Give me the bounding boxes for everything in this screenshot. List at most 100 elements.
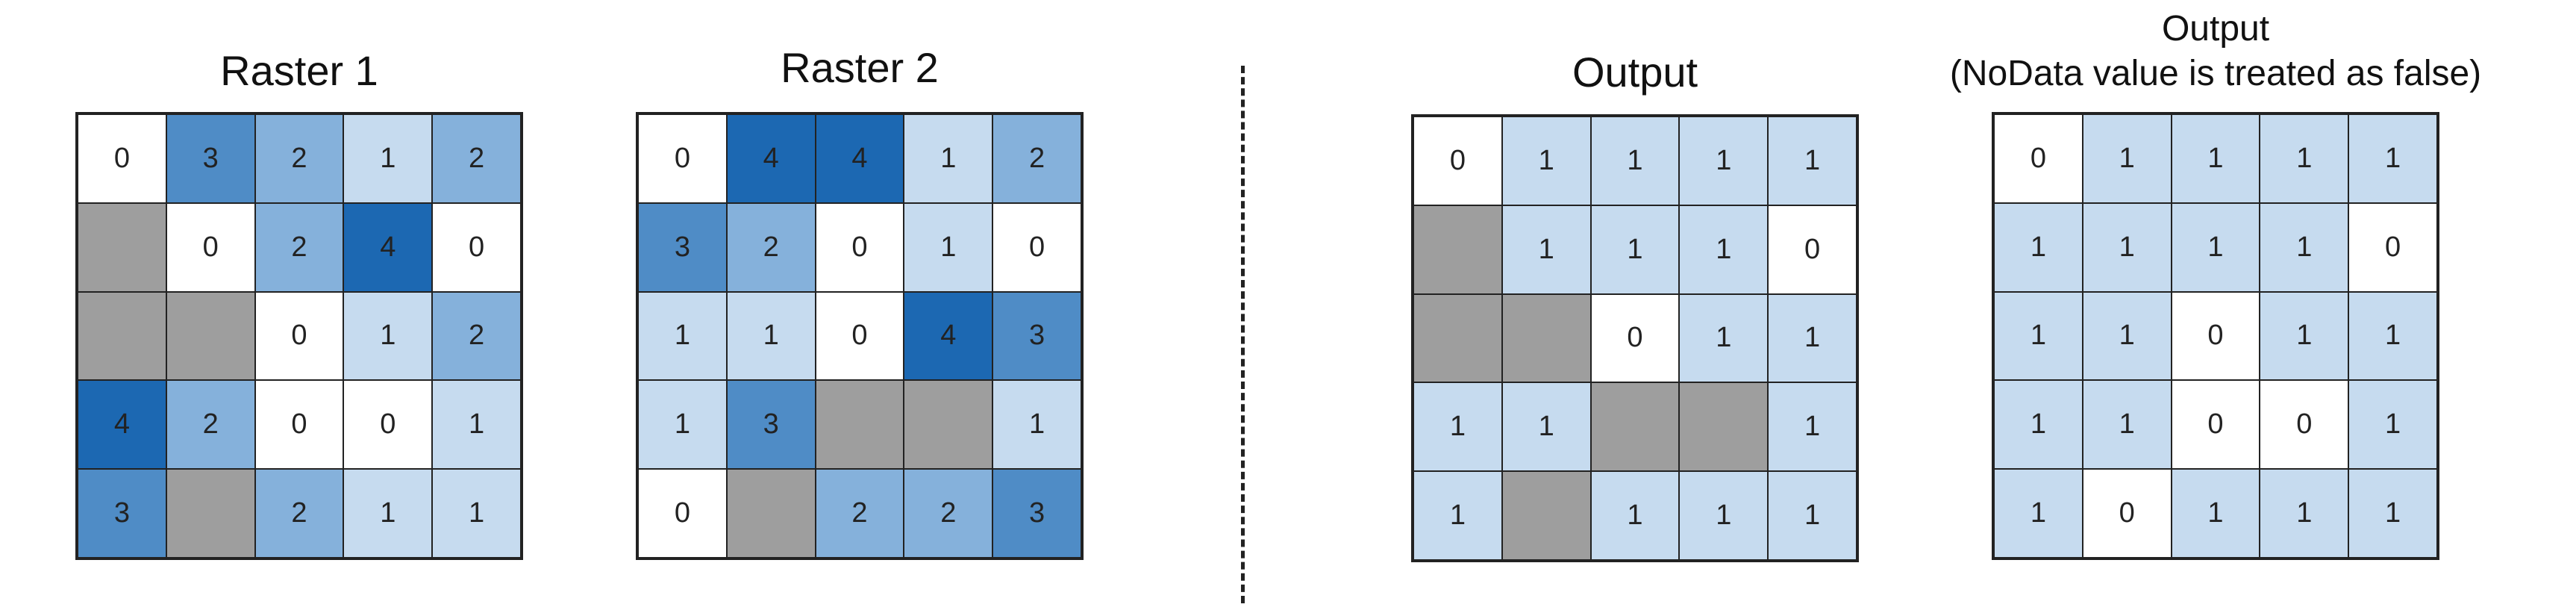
raster-cell: 0	[2171, 291, 2260, 381]
raster-cell: 0	[2171, 380, 2260, 470]
raster-cell: 1	[2082, 114, 2172, 203]
raster-cell: 0	[1590, 293, 1680, 383]
raster-cell: 0	[1994, 114, 2083, 203]
raster-cell: 0	[1413, 116, 1502, 205]
raster-cell: 1	[1768, 382, 1857, 472]
raster-cell: 1	[1590, 116, 1680, 205]
raster-cell: 4	[78, 380, 166, 470]
nodata-cell	[1413, 293, 1502, 383]
raster-cell: 4	[815, 114, 904, 203]
raster-cell: 1	[1994, 469, 2083, 558]
raster-cell: 3	[726, 380, 816, 470]
raster-cell: 0	[815, 202, 904, 292]
raster-cell: 1	[2260, 202, 2349, 292]
raster-cell: 1	[2171, 114, 2260, 203]
raster-cell: 1	[992, 380, 1081, 470]
nodata-cell	[78, 291, 166, 381]
nodata-cell	[1590, 382, 1680, 472]
raster-cell: 2	[904, 469, 993, 558]
raster-cell: 2	[254, 202, 344, 292]
raster-cell: 3	[166, 114, 255, 203]
raster-cell: 0	[2260, 380, 2349, 470]
raster-cell: 1	[2348, 380, 2437, 470]
raster-cell: 0	[78, 114, 166, 203]
raster-cell: 1	[1501, 205, 1591, 294]
raster-cell: 1	[2260, 291, 2349, 381]
raster-cell: 1	[726, 291, 816, 381]
output-title: Output	[1572, 49, 1698, 96]
raster-cell: 2	[254, 469, 344, 558]
raster-cell: 3	[638, 202, 727, 292]
raster-cell: 2	[992, 114, 1081, 203]
nodata-cell	[1501, 293, 1591, 383]
raster-cell: 3	[78, 469, 166, 558]
output-nodata-false-title: Output	[2161, 9, 2270, 49]
raster-cell: 2	[815, 469, 904, 558]
raster-cell: 1	[1768, 471, 1857, 560]
raster-cell: 0	[992, 202, 1081, 292]
section-divider	[1241, 66, 1245, 603]
raster-cell: 0	[2082, 469, 2172, 558]
raster-2-title: Raster 2	[781, 44, 939, 91]
raster-cell: 1	[2260, 469, 2349, 558]
raster-cell: 4	[904, 291, 993, 381]
raster-cell: 1	[2348, 291, 2437, 381]
raster-cell: 0	[815, 291, 904, 381]
raster-cell: 1	[2348, 114, 2437, 203]
raster-cell: 1	[343, 291, 433, 381]
raster-cell: 0	[254, 380, 344, 470]
raster-cell: 1	[1413, 471, 1502, 560]
raster-cell: 1	[1501, 382, 1591, 472]
nodata-cell	[904, 380, 993, 470]
raster-1-title: Raster 1	[220, 47, 378, 94]
raster-cell: 1	[2171, 202, 2260, 292]
raster-cell: 0	[1768, 205, 1857, 294]
raster-cell: 1	[1679, 205, 1769, 294]
nodata-cell	[166, 469, 255, 558]
raster-cell: 1	[2082, 291, 2172, 381]
raster-cell: 1	[2082, 202, 2172, 292]
raster-cell: 2	[726, 202, 816, 292]
output-nodata-false-subtitle: (NoData value is treated as false)	[1949, 54, 2482, 93]
raster-cell: 1	[2082, 380, 2172, 470]
raster-cell: 1	[1768, 116, 1857, 205]
nodata-cell	[1413, 205, 1502, 294]
nodata-cell	[78, 202, 166, 292]
raster-cell: 1	[1994, 291, 2083, 381]
nodata-cell	[726, 469, 816, 558]
raster-cell: 1	[2260, 114, 2349, 203]
raster-cell: 1	[1768, 293, 1857, 383]
raster-cell: 1	[432, 380, 521, 470]
raster-cell: 0	[638, 469, 727, 558]
raster-cell: 1	[1679, 293, 1769, 383]
raster-cell: 1	[2348, 469, 2437, 558]
raster-cell: 1	[1413, 382, 1502, 472]
raster-cell: 4	[726, 114, 816, 203]
raster-cell: 2	[166, 380, 255, 470]
raster-cell: 2	[254, 114, 344, 203]
raster-cell: 1	[1679, 116, 1769, 205]
nodata-cell	[1501, 471, 1591, 560]
raster-cell: 1	[1590, 205, 1680, 294]
raster-cell: 1	[1679, 471, 1769, 560]
raster-cell: 0	[166, 202, 255, 292]
raster-cell: 1	[343, 114, 433, 203]
raster-cell: 1	[1501, 116, 1591, 205]
nodata-cell	[1679, 382, 1769, 472]
nodata-cell	[166, 291, 255, 381]
raster-cell: 1	[2171, 469, 2260, 558]
raster-cell: 1	[1994, 202, 2083, 292]
raster-cell: 1	[1590, 471, 1680, 560]
raster-cell: 1	[638, 291, 727, 381]
raster-cell: 1	[638, 380, 727, 470]
raster-cell: 0	[638, 114, 727, 203]
raster-cell: 0	[343, 380, 433, 470]
raster-cell: 1	[343, 469, 433, 558]
raster-cell: 2	[432, 114, 521, 203]
raster-cell: 1	[1994, 380, 2083, 470]
raster-cell: 0	[2348, 202, 2437, 292]
